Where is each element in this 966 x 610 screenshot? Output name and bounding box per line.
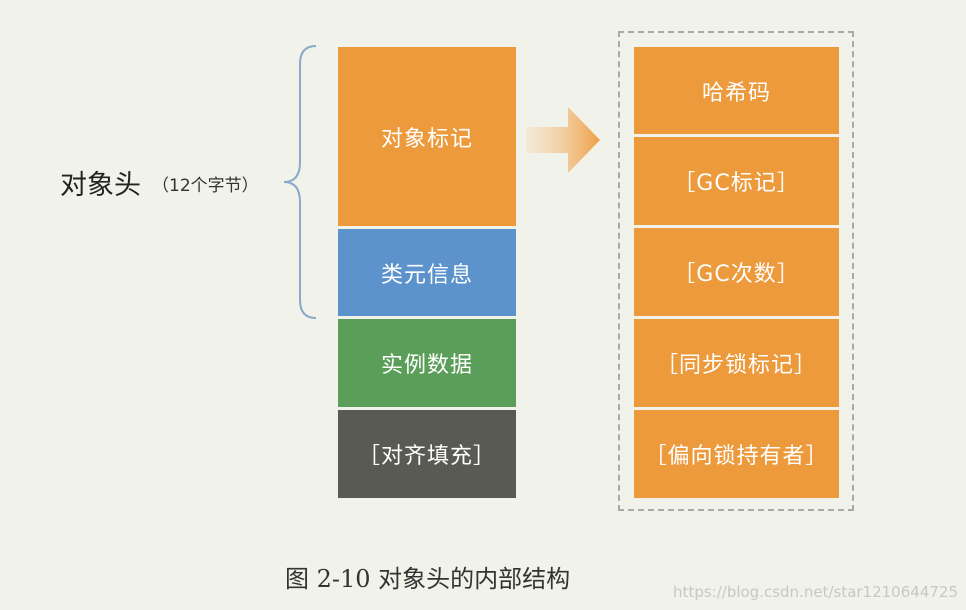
gc-count-block: ［GC次数］ — [634, 228, 839, 316]
padding-block: ［对齐填充］ — [338, 410, 516, 498]
class-meta-block: 类元信息 — [338, 229, 516, 316]
right-arrow-icon — [526, 107, 600, 173]
figure-caption: 图 2-10 对象头的内部结构 — [285, 565, 571, 593]
biased-lock-owner-block: ［偏向锁持有者］ — [634, 410, 839, 498]
sync-lock-mark-block: ［同步锁标记］ — [634, 319, 839, 407]
object-mark-block: 对象标记 — [338, 47, 516, 226]
hash-code-block: 哈希码 — [634, 47, 839, 134]
watermark: https://blog.csdn.net/star1210644725 — [673, 583, 958, 601]
brace-icon — [283, 45, 317, 319]
gc-mark-block: ［GC标记］ — [634, 137, 839, 225]
instance-data-block: 实例数据 — [338, 319, 516, 407]
object-header-size-note: （12个字节） — [152, 176, 259, 196]
mark-word-detail-box — [618, 31, 854, 511]
object-header-label: 对象头 — [60, 170, 141, 201]
